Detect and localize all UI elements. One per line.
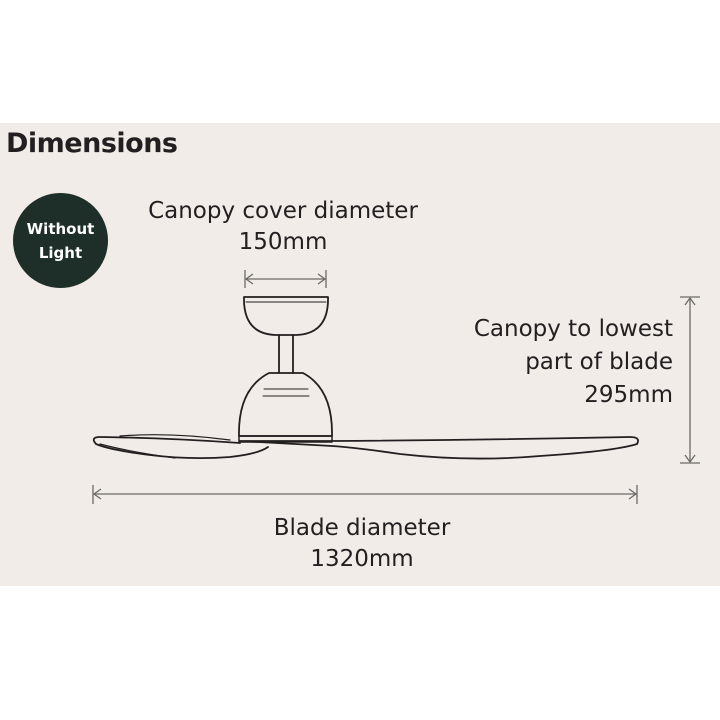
canopy-to-blade-line-2: part of blade bbox=[525, 349, 673, 375]
blade-diameter-text: Blade diameter bbox=[273, 515, 451, 541]
canopy-cover-value: 150mm bbox=[238, 229, 328, 255]
fan-blade-left bbox=[92, 436, 269, 460]
fan-blade-right bbox=[239, 436, 639, 460]
without-light-badge: Without Light bbox=[13, 193, 108, 288]
canopy-to-blade-label: Canopy to lowest part of blade 295mm bbox=[420, 313, 673, 412]
canopy-cover-text: Canopy cover diameter bbox=[148, 198, 418, 224]
badge-line-1: Without bbox=[26, 219, 95, 238]
fan-downrod bbox=[278, 334, 294, 374]
canopy-to-blade-value: 295mm bbox=[584, 382, 673, 408]
fan-canopy-cover bbox=[243, 296, 329, 336]
blade-dimension-line bbox=[92, 485, 638, 504]
height-dimension-line bbox=[680, 296, 700, 464]
badge-line-2: Light bbox=[38, 243, 83, 262]
blade-diameter-value: 1320mm bbox=[310, 546, 414, 572]
canopy-cover-label: Canopy cover diameter 150mm bbox=[110, 196, 456, 258]
canopy-to-blade-line-1: Canopy to lowest bbox=[473, 316, 673, 342]
blade-diameter-label: Blade diameter 1320mm bbox=[162, 513, 562, 575]
fan-motor-housing bbox=[238, 372, 333, 437]
ceiling-fan-drawing bbox=[92, 296, 639, 460]
canopy-dimension-line bbox=[244, 270, 327, 288]
page-title: Dimensions bbox=[6, 128, 178, 159]
dimensions-panel bbox=[0, 123, 720, 586]
